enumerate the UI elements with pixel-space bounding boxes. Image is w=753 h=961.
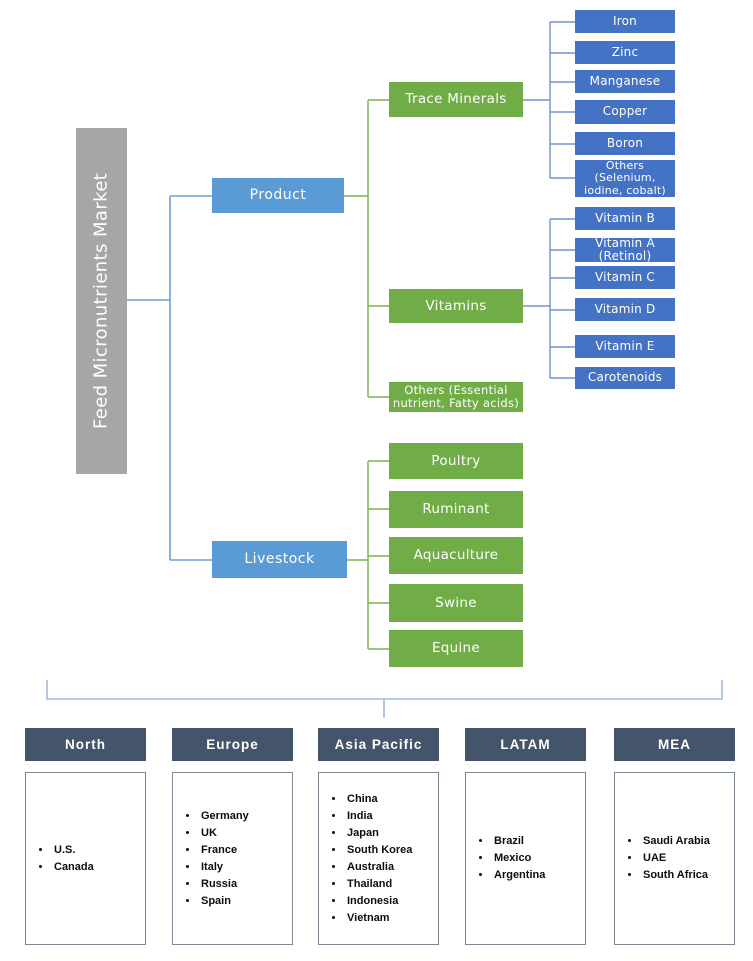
- node-label: Copper: [602, 104, 648, 119]
- region-list-mea: Saudi ArabiaUAESouth Africa: [614, 772, 735, 945]
- region-header-latam: LATAM: [465, 728, 586, 761]
- node-label: Vitamin B: [595, 210, 655, 225]
- node-label: Product: [249, 186, 307, 203]
- node-label: Swine: [435, 594, 477, 611]
- connector-product-branches: [344, 99, 390, 398]
- country-item: India: [345, 808, 438, 825]
- node-vitamin-e: Vitamin E: [575, 335, 675, 358]
- country-item: Spain: [199, 893, 292, 910]
- node-label: Vitamin C: [595, 269, 655, 284]
- country-item: U.S.: [52, 842, 145, 859]
- node-equine: Equine: [389, 630, 523, 667]
- connector-root: [127, 195, 213, 561]
- country-item: UAE: [641, 850, 734, 867]
- node-label: Manganese: [589, 73, 661, 88]
- region-list-latam: BrazilMexicoArgentina: [465, 772, 586, 945]
- country-item: Italy: [199, 859, 292, 876]
- node-label: Boron: [606, 135, 644, 150]
- node-poultry: Poultry: [389, 443, 523, 479]
- node-label: Aquaculture: [413, 547, 499, 564]
- country-item: Indonesia: [345, 893, 438, 910]
- node-label: Ruminant: [422, 501, 490, 518]
- country-item: Vietnam: [345, 910, 438, 927]
- node-trace-minerals: Trace Minerals: [389, 82, 523, 117]
- node-others-essential: Others (Essential nutrient, Fatty acids): [389, 382, 523, 412]
- node-carotenoids: Carotenoids: [575, 367, 675, 389]
- node-root-market: Feed Micronutrients Market: [76, 128, 127, 474]
- country-item: South Korea: [345, 842, 438, 859]
- country-item: Germany: [199, 808, 292, 825]
- region-asia-pacific: Asia Pacific ChinaIndiaJapanSouth KoreaA…: [318, 728, 439, 945]
- region-mea: MEA Saudi ArabiaUAESouth Africa: [614, 728, 735, 945]
- region-list-europe: GermanyUKFranceItalyRussiaSpain: [172, 772, 293, 945]
- region-header-asia-pacific: Asia Pacific: [318, 728, 439, 761]
- node-label: Zinc: [611, 44, 639, 59]
- node-vitamin-b: Vitamin B: [575, 207, 675, 230]
- connector-trace-minerals-leaves: [523, 21, 576, 179]
- country-item: Canada: [52, 859, 145, 876]
- node-vitamins: Vitamins: [389, 289, 523, 323]
- node-label: Iron: [613, 13, 637, 28]
- node-copper: Copper: [575, 100, 675, 124]
- country-item: Argentina: [492, 867, 585, 884]
- region-latam: LATAM BrazilMexicoArgentina: [465, 728, 586, 945]
- region-header-europe: Europe: [172, 728, 293, 761]
- node-label: Poultry: [431, 452, 481, 469]
- country-item: Japan: [345, 825, 438, 842]
- node-iron: Iron: [575, 10, 675, 33]
- node-label: Others (Essential nutrient, Fatty acids): [392, 383, 520, 410]
- root-label: Feed Micronutrients Market: [90, 172, 112, 430]
- region-header-mea: MEA: [614, 728, 735, 761]
- node-vitamin-d: Vitamin D: [575, 298, 675, 321]
- node-label: Equine: [431, 640, 481, 657]
- region-header-north: North: [25, 728, 146, 761]
- node-label: Trace Minerals: [405, 91, 507, 108]
- country-item: Russia: [199, 876, 292, 893]
- node-label: Others (Selenium, iodine, cobalt): [584, 159, 666, 197]
- region-list-north: U.S.Canada: [25, 772, 146, 945]
- connector-vitamins-leaves: [523, 218, 576, 379]
- node-label: Livestock: [244, 550, 315, 567]
- node-label: Vitamin A (Retinol): [595, 235, 655, 263]
- connector-livestock-branches: [347, 460, 390, 650]
- country-item: Thailand: [345, 876, 438, 893]
- node-label: Carotenoids: [587, 370, 663, 385]
- bracket-regions: [46, 680, 723, 718]
- node-label: Vitamin D: [594, 301, 656, 316]
- node-zinc: Zinc: [575, 41, 675, 64]
- country-item: Brazil: [492, 833, 585, 850]
- region-europe: Europe GermanyUKFranceItalyRussiaSpain: [172, 728, 293, 945]
- country-item: UK: [199, 825, 292, 842]
- node-aquaculture: Aquaculture: [389, 537, 523, 574]
- node-label: Vitamin E: [595, 338, 655, 353]
- country-item: Mexico: [492, 850, 585, 867]
- country-item: Saudi Arabia: [641, 833, 734, 850]
- node-vitamin-a: Vitamin A (Retinol): [575, 235, 675, 263]
- node-swine: Swine: [389, 584, 523, 622]
- node-others-selenium: Others (Selenium, iodine, cobalt): [575, 160, 675, 197]
- country-item: Australia: [345, 859, 438, 876]
- region-list-asia-pacific: ChinaIndiaJapanSouth KoreaAustraliaThail…: [318, 772, 439, 945]
- node-product: Product: [212, 178, 344, 213]
- country-item: France: [199, 842, 292, 859]
- node-boron: Boron: [575, 132, 675, 155]
- node-vitamin-c: Vitamin C: [575, 266, 675, 289]
- node-ruminant: Ruminant: [389, 491, 523, 528]
- node-label: Vitamins: [425, 297, 487, 314]
- region-north: North U.S.Canada: [25, 728, 146, 945]
- country-item: South Africa: [641, 867, 734, 884]
- node-livestock: Livestock: [212, 541, 347, 578]
- country-item: China: [345, 791, 438, 808]
- node-manganese: Manganese: [575, 70, 675, 93]
